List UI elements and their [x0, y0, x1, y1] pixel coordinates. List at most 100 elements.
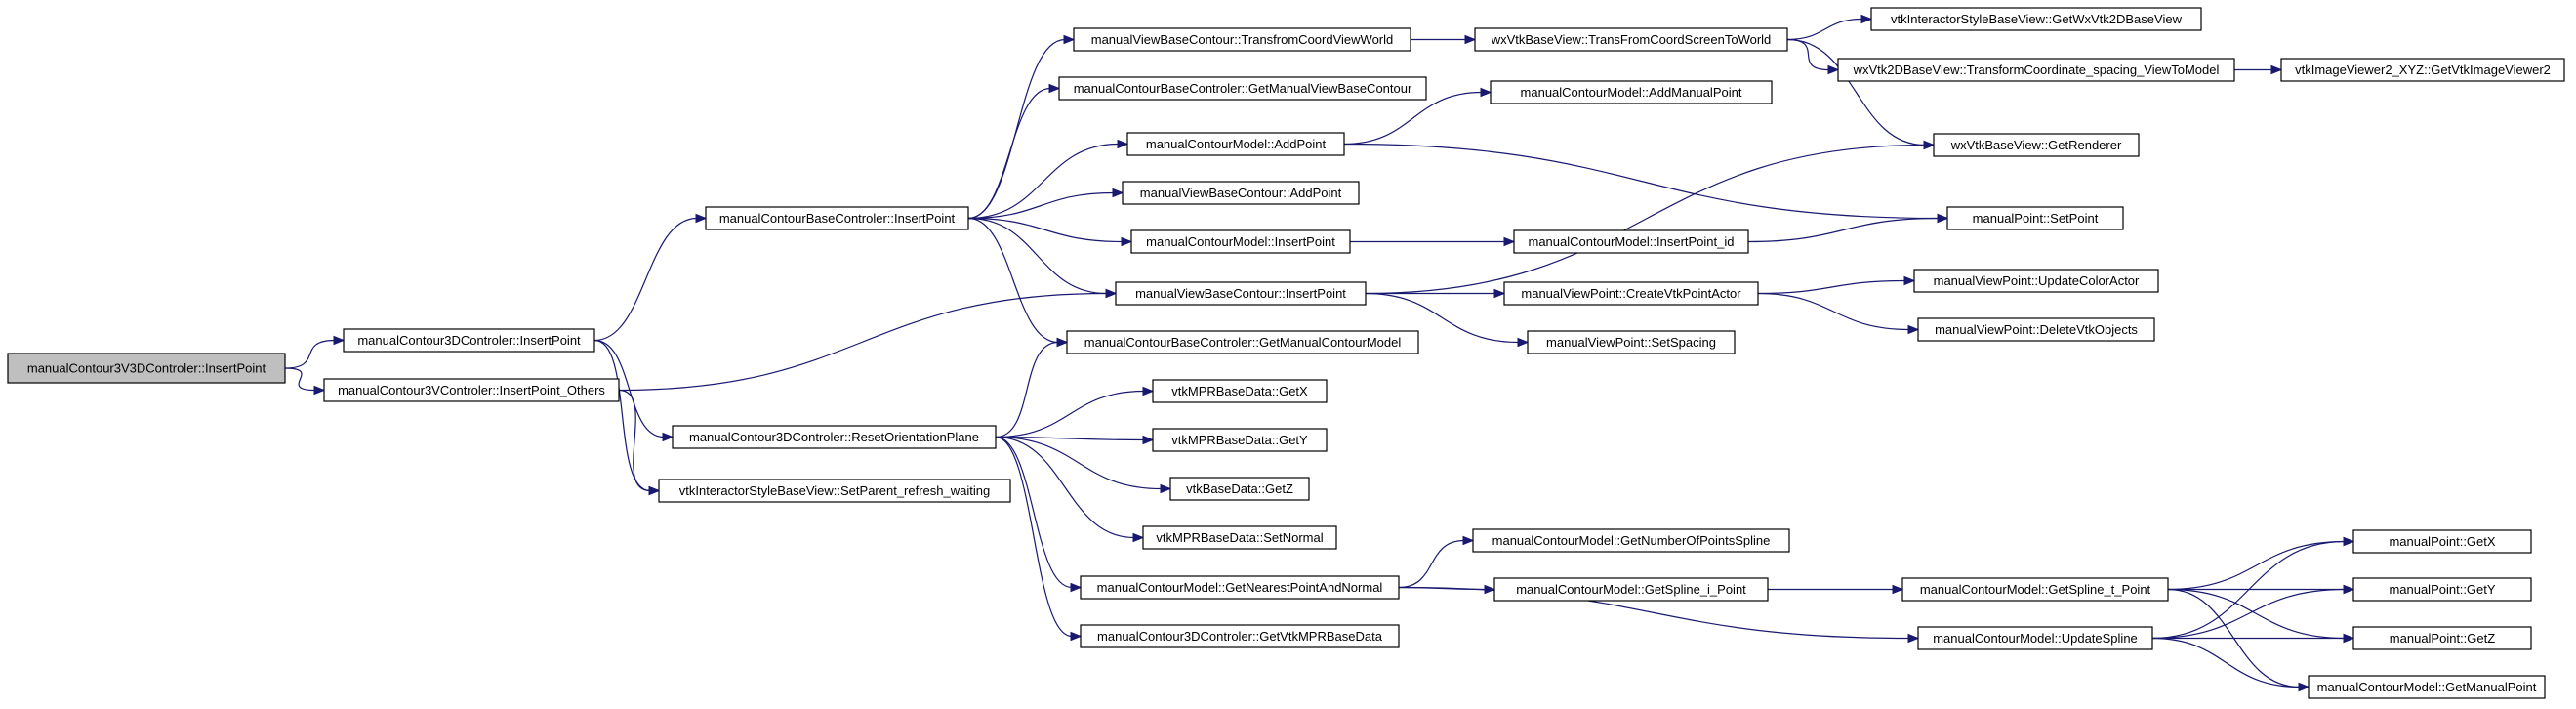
- edge-manualcontour3dcontroler-insertpoint-to-vtkinteractorstylebaseview-setparent-refresh-waiting: [593, 339, 661, 496]
- node-box: [2280, 58, 2565, 82]
- node-manualviewpoint-createvtkpointactor[interactable]: manualViewPoint::CreateVtkPointActor: [1503, 281, 1759, 306]
- edge-manualviewbasecontour-insertpoint-to-wxvtkbaseview-getrenderer: [1365, 140, 1936, 295]
- node-box: [2308, 675, 2546, 699]
- node-manualcontourmodel-getspline-i-point[interactable]: manualContourModel::GetSpline_i_Point: [1493, 577, 1769, 602]
- node-label: manualContour3DControler::GetVtkMPRBaseD…: [1097, 629, 1383, 644]
- node-manualcontour3dcontroler-resetorientationplane[interactable]: manualContour3DControler::ResetOrientati…: [672, 425, 997, 449]
- edge-manualcontourmodel-addpoint-to-manualpoint-setpoint: [1343, 143, 1949, 224]
- node-label: manualPoint::GetX: [2389, 534, 2495, 549]
- node-vtkmprbasedata-setnormal[interactable]: vtkMPRBaseData::SetNormal: [1142, 525, 1337, 550]
- node-label: vtkMPRBaseData::GetY: [1171, 433, 1308, 447]
- node-wxvtkbaseview-getrenderer[interactable]: wxVtkBaseView::GetRenderer: [1933, 133, 2140, 157]
- node-manualcontourmodel-getspline-t-point[interactable]: manualContourModel::GetSpline_t_Point: [1901, 577, 2169, 602]
- edge-manualviewpoint-createvtkpointactor-to-manualviewpoint-updatecoloractor: [1757, 275, 1916, 295]
- edge-manualviewbasecontour-transfromcoordviewworld-to-wxvtkbaseview-transfromcoordscreentoworld: [1411, 34, 1477, 45]
- edge-wxvtk2dbaseview-transformcoordinate-spacing-viewtomodel-to-vtkimageviewer2-xyz-getvtkimageviewer2: [2234, 64, 2283, 75]
- node-box: [658, 479, 1011, 503]
- edge-manualcontourbasecontroler-insertpoint-to-manualviewbasecontour-transfromcoordviewworld: [967, 34, 1076, 220]
- edge-manualcontourbasecontroler-insertpoint-to-manualcontourbasecontroler-getmanualviewbasecontour: [967, 83, 1061, 220]
- node-vtkinteractorstylebaseview-getwxvtk2dbaseview[interactable]: vtkInteractorStyleBaseView::GetWxVtk2DBa…: [1870, 7, 2202, 31]
- node-manualviewpoint-updatecoloractor[interactable]: manualViewPoint::UpdateColorActor: [1913, 269, 2159, 293]
- node-manualcontour3dcontroler-getvtkmprbasedata[interactable]: manualContour3DControler::GetVtkMPRBaseD…: [1080, 624, 1400, 648]
- node-label: vtkInteractorStyleBaseView::SetParent_re…: [679, 483, 990, 498]
- edge-manualcontourmodel-updatespline-to-manualcontourmodel-getmanualpoint: [2151, 637, 2310, 692]
- node-manualcontour3dcontroler-insertpoint[interactable]: manualContour3DControler::InsertPoint: [343, 328, 595, 353]
- node-box: [1917, 317, 2155, 342]
- edge-manualcontourmodel-insertpoint-id-to-manualpoint-setpoint: [1747, 213, 1949, 243]
- node-box: [1142, 525, 1337, 550]
- node-manualpoint-getz[interactable]: manualPoint::GetZ: [2352, 626, 2532, 650]
- node-box: [1058, 76, 1427, 101]
- node-manualviewpoint-setspacing[interactable]: manualViewPoint::SetSpacing: [1527, 330, 1736, 354]
- edge-manualcontour3dcontroler-insertpoint-to-manualcontour3dcontroler-resetorientationplane: [593, 339, 675, 442]
- node-manualpoint-gety[interactable]: manualPoint::GetY: [2352, 577, 2532, 602]
- node-manualcontour3vcontroler-insertpoint-others[interactable]: manualContour3VControler::InsertPoint_Ot…: [323, 378, 620, 402]
- node-label: vtkMPRBaseData::SetNormal: [1156, 530, 1323, 545]
- node-manualcontourmodel-getnumberofpointsspline[interactable]: manualContourModel::GetNumberOfPointsSpl…: [1472, 528, 1790, 553]
- node-manualviewbasecontour-insertpoint[interactable]: manualViewBaseContour::InsertPoint: [1115, 281, 1367, 306]
- edge-manualcontour3dcontroler-resetorientationplane-to-vtkbasedata-getz: [995, 436, 1172, 494]
- edge-manualcontour3dcontroler-resetorientationplane-to-vtkmprbasedata-getx: [995, 386, 1155, 438]
- node-box: [1870, 7, 2202, 31]
- edge-manualcontour3dcontroler-insertpoint-to-manualcontourbasecontroler-insertpoint: [593, 213, 708, 342]
- node-label: manualContourModel::GetNumberOfPointsSpl…: [1492, 533, 1771, 548]
- node-box: [672, 425, 997, 449]
- node-manualcontourmodel-getmanualpoint[interactable]: manualContourModel::GetManualPoint: [2308, 675, 2546, 699]
- node-manualcontour3v3dcontroler-insertpoint[interactable]: manualContour3V3DControler::InsertPoint: [7, 353, 286, 384]
- node-manualcontourbasecontroler-getmanualcontourmodel[interactable]: manualContourBaseControler::GetManualCon…: [1066, 330, 1419, 354]
- edge-manualcontour3dcontroler-resetorientationplane-to-manualcontourbasecontroler-getmanualcontourmodel: [995, 337, 1069, 438]
- node-vtkmprbasedata-getx[interactable]: vtkMPRBaseData::GetX: [1152, 379, 1328, 403]
- edge-manualcontourmodel-updatespline-to-manualpoint-gety: [2151, 584, 2355, 640]
- edge-manualcontourmodel-getspline-i-point-to-manualcontourmodel-getspline-t-point: [1768, 584, 1904, 595]
- node-box: [1513, 229, 1749, 254]
- node-vtkmprbasedata-gety[interactable]: vtkMPRBaseData::GetY: [1152, 428, 1328, 452]
- node-box: [7, 353, 286, 384]
- edge-manualcontour3vcontroler-insertpoint-others-to-vtkinteractorstylebaseview-setparent-refresh-waiting: [618, 389, 661, 496]
- node-label: manualPoint::GetY: [2389, 582, 2495, 597]
- node-manualcontourmodel-addpoint[interactable]: manualContourModel::AddPoint: [1126, 132, 1345, 156]
- node-label: manualContourBaseControler::InsertPoint: [719, 211, 956, 226]
- nodes-layer: manualContour3V3DControler::InsertPointm…: [7, 7, 2565, 699]
- node-manualcontourmodel-getnearestpointandnormal[interactable]: manualContourModel::GetNearestPointAndNo…: [1080, 575, 1400, 600]
- node-box: [1933, 133, 2140, 157]
- node-manualpoint-setpoint[interactable]: manualPoint::SetPoint: [1946, 206, 2124, 230]
- node-manualpoint-getx[interactable]: manualPoint::GetX: [2352, 529, 2532, 554]
- node-wxvtk2dbaseview-transformcoordinate-spacing-viewtomodel[interactable]: wxVtk2DBaseView::TransformCoordinate_spa…: [1837, 58, 2235, 82]
- node-box: [1917, 626, 2153, 650]
- node-label: manualContourModel::UpdateSpline: [1933, 631, 2138, 646]
- node-manualcontourmodel-insertpoint-id[interactable]: manualContourModel::InsertPoint_id: [1513, 229, 1749, 254]
- edge-manualcontourmodel-addpoint-to-manualcontourmodel-addmanualpoint: [1343, 87, 1492, 146]
- node-manualcontourmodel-addmanualpoint[interactable]: manualContourModel::AddManualPoint: [1490, 80, 1773, 104]
- node-vtkimageviewer2-xyz-getvtkimageviewer2[interactable]: vtkImageViewer2_XYZ::GetVtkImageViewer2: [2280, 58, 2565, 82]
- node-label: manualContour3V3DControler::InsertPoint: [27, 361, 266, 376]
- node-manualviewbasecontour-transfromcoordviewworld[interactable]: manualViewBaseContour::TransfromCoordVie…: [1073, 27, 1411, 52]
- node-manualcontourbasecontroler-insertpoint[interactable]: manualContourBaseControler::InsertPoint: [705, 206, 969, 230]
- node-label: manualPoint::GetZ: [2390, 631, 2495, 646]
- node-manualviewbasecontour-addpoint[interactable]: manualViewBaseContour::AddPoint: [1122, 181, 1360, 205]
- node-box: [1493, 577, 1769, 602]
- node-box: [2352, 577, 2532, 602]
- edge-manualviewpoint-createvtkpointactor-to-manualviewpoint-deletevtkobjects: [1757, 292, 1920, 335]
- node-manualcontourbasecontroler-getmanualviewbasecontour[interactable]: manualContourBaseControler::GetManualVie…: [1058, 76, 1427, 101]
- edge-manualcontour3dcontroler-resetorientationplane-to-manualcontour3dcontroler-getvtkmprbasedata: [995, 436, 1083, 642]
- edge-manualcontourbasecontroler-insertpoint-to-manualcontourmodel-insertpoint: [967, 217, 1133, 247]
- node-label: vtkImageViewer2_XYZ::GetVtkImageViewer2: [2295, 63, 2551, 77]
- edge-manualcontour3vcontroler-insertpoint-others-to-manualviewbasecontour-insertpoint: [618, 288, 1118, 392]
- node-manualcontourmodel-insertpoint[interactable]: manualContourModel::InsertPoint: [1130, 229, 1351, 254]
- node-vtkbasedata-getz[interactable]: vtkBaseData::GetZ: [1169, 477, 1310, 501]
- edges-layer: [284, 14, 2355, 692]
- node-label: manualContourBaseControler::GetManualVie…: [1074, 81, 1412, 96]
- node-box: [1946, 206, 2124, 230]
- node-label: wxVtkBaseView::TransFromCoordScreenToWor…: [1491, 32, 1772, 47]
- node-box: [1126, 132, 1345, 156]
- node-box: [2352, 626, 2532, 650]
- node-label: manualContourModel::InsertPoint_id: [1528, 234, 1734, 249]
- node-manualcontourmodel-updatespline[interactable]: manualContourModel::UpdateSpline: [1917, 626, 2153, 650]
- node-wxvtkbaseview-transfromcoordscreentoworld[interactable]: wxVtkBaseView::TransFromCoordScreenToWor…: [1474, 27, 1788, 52]
- node-box: [1073, 27, 1411, 52]
- node-label: wxVtkBaseView::GetRenderer: [1950, 138, 2122, 152]
- node-vtkinteractorstylebaseview-setparent-refresh-waiting[interactable]: vtkInteractorStyleBaseView::SetParent_re…: [658, 479, 1011, 503]
- node-box: [1169, 477, 1310, 501]
- node-manualviewpoint-deletevtkobjects[interactable]: manualViewPoint::DeleteVtkObjects: [1917, 317, 2155, 342]
